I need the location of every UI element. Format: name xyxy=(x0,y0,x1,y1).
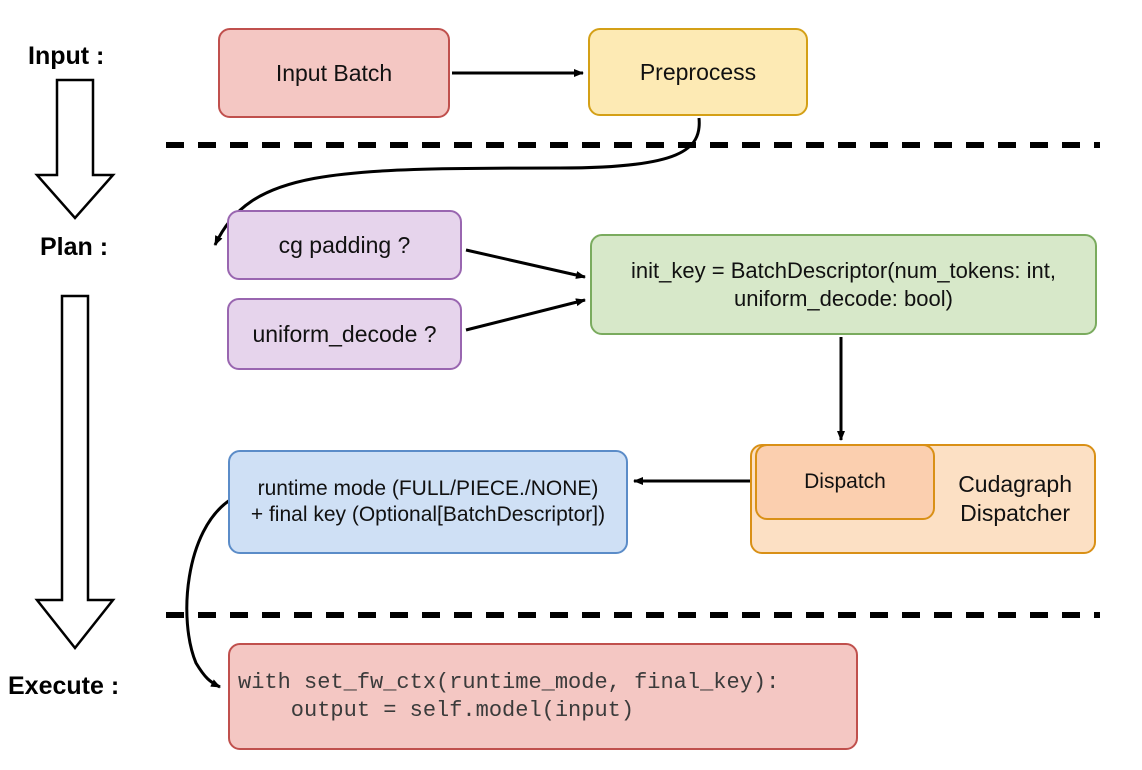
node-input-batch[interactable]: Input Batch xyxy=(218,28,450,118)
arrow-preprocess-to-plan xyxy=(213,117,701,246)
arrow-cgpadding-to-initkey xyxy=(465,248,586,279)
arrow-uniformdecode-to-initkey xyxy=(465,298,586,332)
node-init-key-text: init_key = BatchDescriptor(num_tokens: i… xyxy=(631,257,1056,312)
node-runtime-mode-line2: + final key (Optional[BatchDescriptor]) xyxy=(250,503,606,526)
arrow-runtimemode-to-code xyxy=(185,498,231,689)
stage-arrow-plan-to-execute xyxy=(34,294,116,651)
node-runtime-mode-line1: runtime mode (FULL/PIECE./NONE) xyxy=(257,476,599,500)
node-runtime-mode-text: runtime mode (FULL/PIECE./NONE) + final … xyxy=(251,476,605,529)
node-runtime-mode[interactable]: runtime mode (FULL/PIECE./NONE) + final … xyxy=(228,450,628,554)
node-cg-padding[interactable]: cg padding ? xyxy=(227,210,462,280)
node-preprocess[interactable]: Preprocess xyxy=(588,28,808,116)
node-init-key-line2: uniform_decode: bool) xyxy=(734,285,953,311)
node-cg-padding-label: cg padding ? xyxy=(278,231,411,258)
node-dispatch[interactable]: Dispatch xyxy=(755,444,935,520)
node-uniform-decode-label: uniform_decode ? xyxy=(252,320,437,347)
node-init-key[interactable]: init_key = BatchDescriptor(num_tokens: i… xyxy=(590,234,1097,335)
code-line-1: with set_fw_ctx(runtime_mode, final_key)… xyxy=(238,670,780,695)
stage-arrow-input-to-plan xyxy=(34,78,116,220)
code-line-2: output = self.model(input) xyxy=(238,697,635,723)
stage-label-plan: Plan : xyxy=(40,233,109,261)
node-uniform-decode[interactable]: uniform_decode ? xyxy=(227,298,462,370)
node-preprocess-label: Preprocess xyxy=(639,58,757,85)
node-cudagraph-dispatcher-text: Cudagraph Dispatcher xyxy=(958,470,1072,528)
node-code-block[interactable]: with set_fw_ctx(runtime_mode, final_key)… xyxy=(228,643,858,750)
stage-label-input: Input : xyxy=(28,42,105,70)
node-cudagraph-dispatcher-line2: Dispatcher xyxy=(960,500,1071,526)
node-cudagraph-dispatcher-line1: Cudagraph xyxy=(958,471,1072,498)
node-dispatch-label: Dispatch xyxy=(804,469,886,493)
node-input-batch-label: Input Batch xyxy=(275,59,393,86)
stage-label-execute: Execute : xyxy=(8,672,120,700)
node-init-key-line1: init_key = BatchDescriptor(num_tokens: i… xyxy=(631,258,1056,283)
